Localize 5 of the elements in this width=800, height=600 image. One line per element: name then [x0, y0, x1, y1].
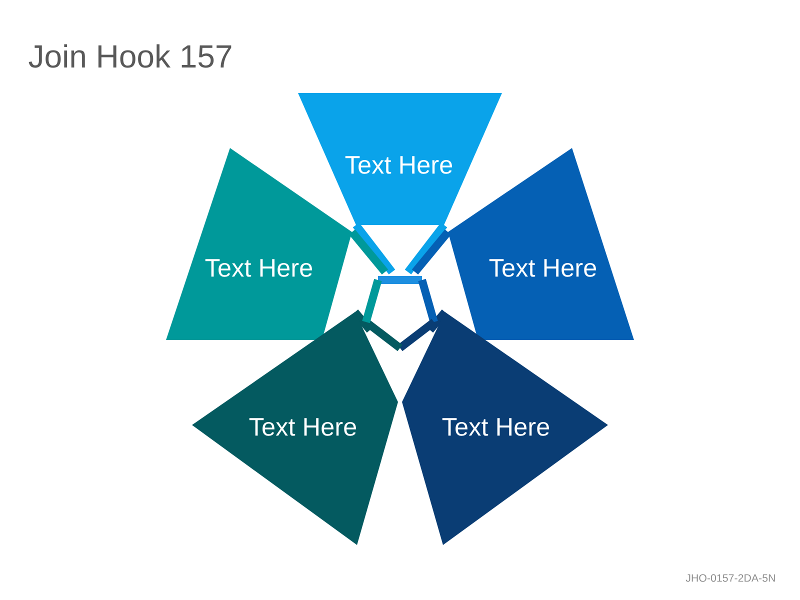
code-label: JHO-0157-2DA-5N [686, 574, 775, 582]
title: Join Hook 157 [28, 44, 232, 68]
trapezoid-panel: Text Here [192, 312, 398, 545]
trapezoid-panel: Text Here [298, 93, 502, 225]
trapezoid-panel: Text Here [402, 312, 608, 545]
